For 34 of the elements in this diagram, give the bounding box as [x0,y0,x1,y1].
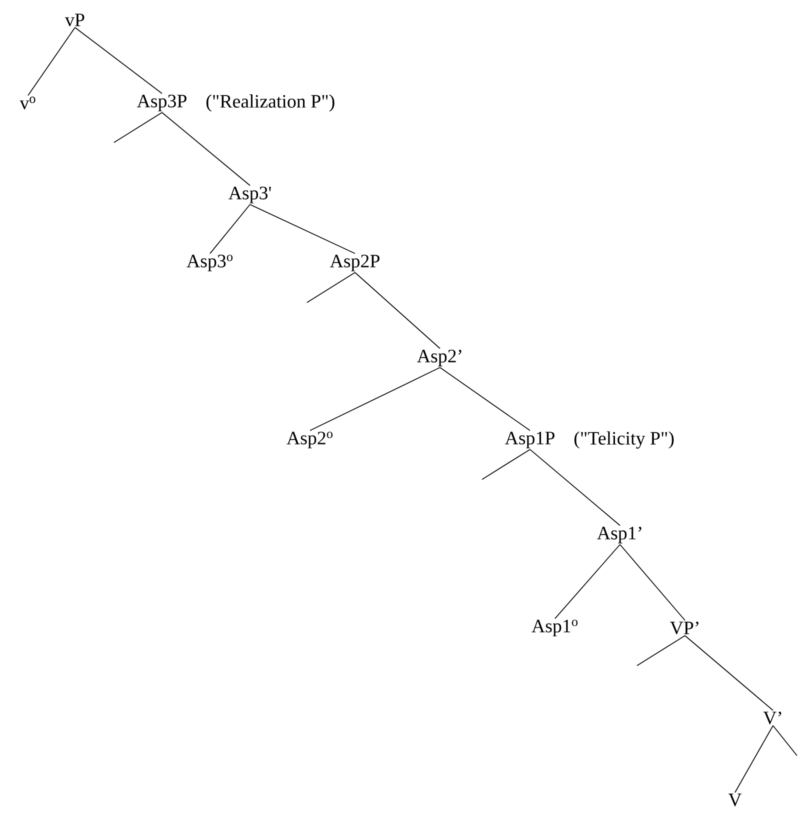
branch-line [250,204,356,254]
branch-line [734,725,774,793]
node-label: Asp1’ [597,526,642,544]
node-label: V [728,794,742,806]
branch-line [354,272,440,349]
annotation: ("Realization P") [206,94,334,112]
node-label: Asp3$^{o}$ [186,254,233,272]
node-label: vP [65,14,84,26]
node-label: Asp2P [330,254,380,272]
branch-line [114,112,162,143]
node-label: v$^{o}$ [20,96,36,110]
branch-line [28,27,76,96]
branch-line [440,367,530,431]
node-label: Asp3' [228,186,271,204]
branch-line [772,725,798,756]
branch-line [620,544,686,621]
node-label: VP’ [670,622,698,634]
branch-line [530,449,620,526]
node-label: Asp1$^{o}$ [532,620,578,636]
branch-line [684,635,774,711]
branch-line [74,27,162,94]
node-label: V’ [763,712,782,724]
branch-line [554,544,620,619]
annotation: ("Telicity P") [574,431,674,449]
node-label: Asp1P [504,432,554,448]
branch-line [482,449,530,480]
branch-line [210,204,250,254]
branch-line [306,272,356,303]
branch-line [162,112,250,186]
node-label: Asp2$^{o}$ [286,432,333,448]
branch-line [636,635,686,666]
node-label: Asp2’ [417,350,462,366]
branch-line [310,367,440,431]
node-label: Asp3P [136,94,186,112]
